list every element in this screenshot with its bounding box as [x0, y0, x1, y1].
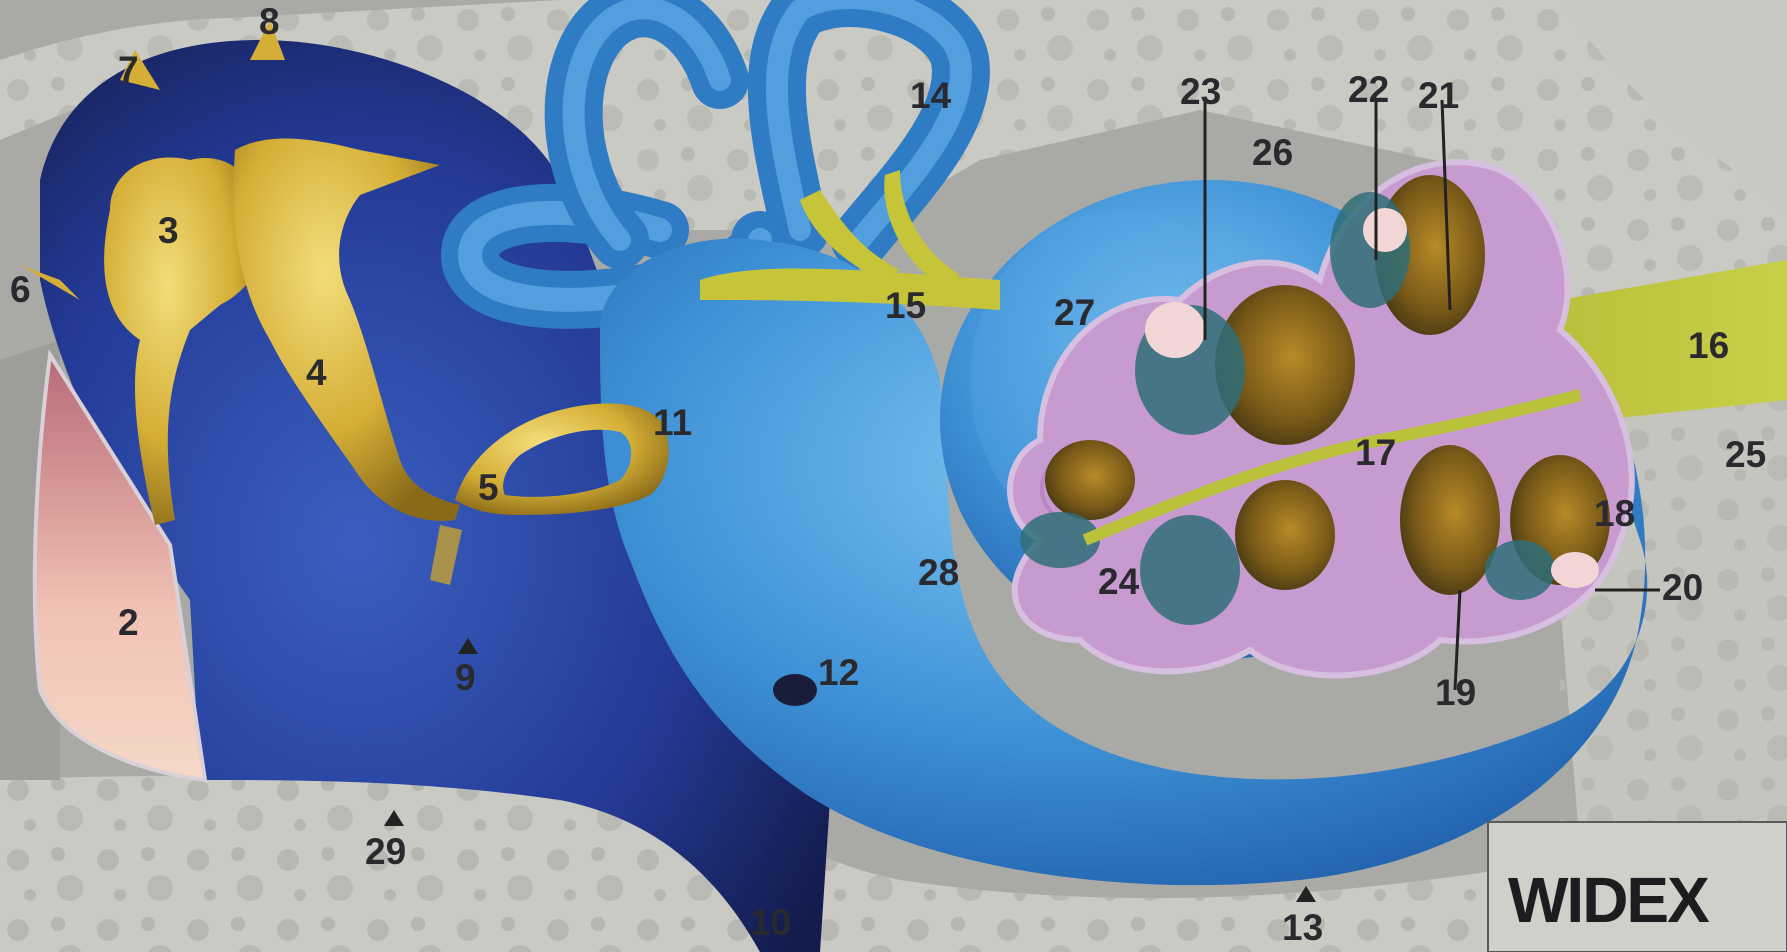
label-3: 3 [158, 210, 179, 251]
label-20: 20 [1662, 567, 1703, 608]
label-17: 17 [1355, 432, 1396, 473]
label-9: 9 [455, 657, 476, 698]
label-11: 11 [653, 402, 692, 443]
label-28: 28 [918, 552, 959, 593]
label-19: 19 [1435, 672, 1476, 713]
label-15: 15 [885, 285, 926, 326]
logo-box: WIDEX [1488, 822, 1787, 952]
label-14: 14 [910, 75, 952, 116]
label-8: 8 [259, 1, 280, 42]
label-26: 26 [1252, 132, 1293, 173]
label-13: 13 [1282, 907, 1323, 948]
label-29: 29 [365, 831, 406, 872]
label-7: 7 [118, 49, 139, 90]
label-12: 12 [818, 652, 859, 693]
label-5: 5 [478, 467, 499, 508]
label-4: 4 [306, 352, 327, 393]
label-10: 10 [750, 902, 791, 943]
label-2: 2 [118, 602, 139, 643]
label-16: 16 [1688, 325, 1729, 366]
round-window [773, 674, 817, 706]
label-21: 21 [1418, 75, 1459, 116]
label-27: 27 [1054, 292, 1095, 333]
label-18: 18 [1594, 493, 1635, 534]
logo-widex: WIDEX [1508, 864, 1710, 936]
label-6: 6 [10, 269, 31, 310]
label-22: 22 [1348, 69, 1389, 110]
label-24: 24 [1098, 561, 1140, 602]
label-25: 25 [1725, 434, 1766, 475]
label-23: 23 [1180, 71, 1221, 112]
